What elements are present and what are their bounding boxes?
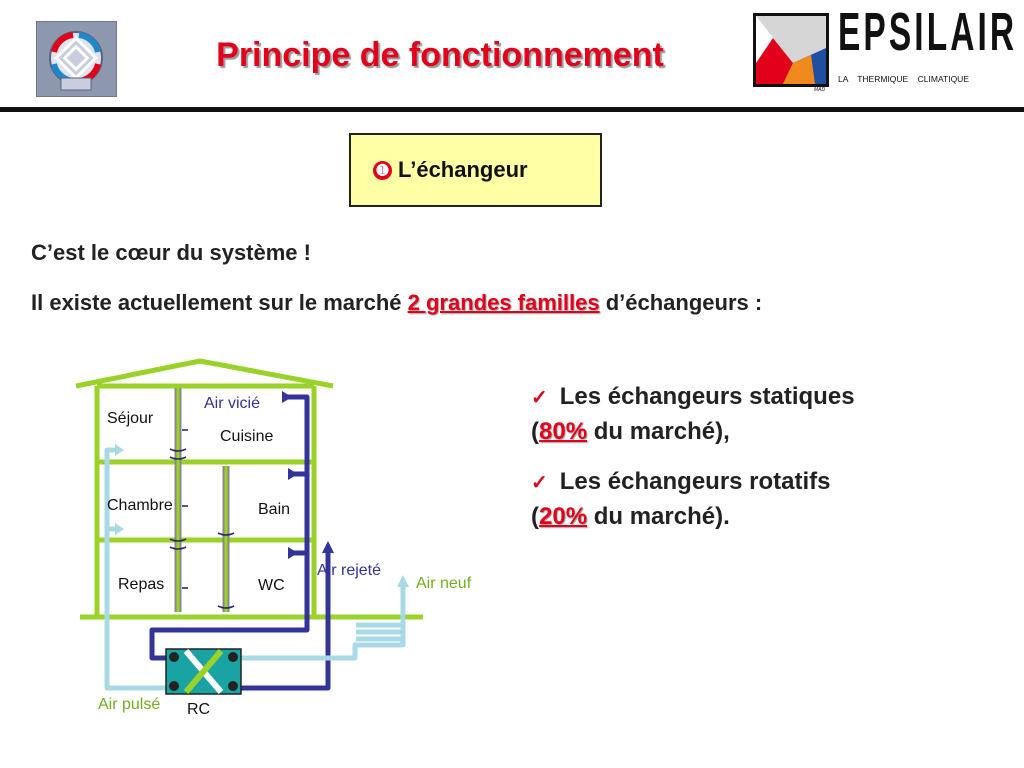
fresh-air-label: Air neuf [416, 575, 472, 592]
brand-tagline: LA THERMIQUE CLIMATIQUE [838, 74, 969, 84]
title-divider [0, 107, 1024, 112]
market-share-suffix: du marché). [587, 503, 730, 530]
market-share-rotary: 20% [539, 503, 588, 530]
section-label: L’échangeur [398, 157, 528, 182]
room-label: Chambre [107, 497, 173, 514]
market-share-static: 80% [539, 418, 588, 445]
exchanger-unit-label: RC [187, 701, 210, 718]
intro-text: C’est le cœur du système ! [31, 240, 311, 265]
paren-open: ( [531, 418, 539, 445]
brand-name: EPSILAIR [838, 2, 1018, 62]
section-box: ➊ L’échangeur [349, 133, 602, 207]
checkmark-icon: ✓ [531, 472, 548, 494]
air-labels: Air vicié Air rejeté Air neuf Air pulsé … [98, 395, 472, 718]
extract-arrows [169, 429, 235, 609]
market-share-suffix: du marché), [587, 418, 730, 445]
slide-title: Principe de fonctionnement [216, 36, 664, 74]
families-highlight: 2 grandes familles [407, 290, 600, 315]
bullet-rotary-exchangers: ✓ Les échangeurs rotatifs (20% du marché)… [531, 465, 1001, 534]
checkmark-icon: ✓ [531, 387, 548, 409]
room-label: WC [258, 577, 285, 594]
logo-emblem-icon [49, 31, 103, 91]
supply-air-label: Air pulsé [98, 696, 160, 713]
left-logo [36, 21, 117, 97]
bullet-label: Les échangeurs statiques [559, 383, 855, 410]
heat-exchanger-unit [165, 648, 242, 695]
exhaust-air-label: Air rejeté [317, 562, 381, 579]
fresh-air-arrows [115, 444, 409, 587]
room-label: Repas [118, 576, 164, 593]
brand-logo-icon [753, 13, 829, 87]
room-label: Bain [258, 501, 290, 518]
room-labels: Séjour Cuisine Chambre Bain Repas WC [107, 410, 290, 594]
room-label: Cuisine [220, 428, 273, 445]
fresh-air-duct [104, 447, 406, 691]
bullet-static-exchangers: ✓ Les échangeurs statiques (80% du marché… [531, 380, 1001, 449]
vertical-ducts [174, 388, 230, 612]
section-heading: ➊ L’échangeur [373, 157, 528, 183]
house-structure [75, 358, 423, 620]
families-prefix: Il existe actuellement sur le marché [31, 290, 408, 315]
stale-air-label: Air vicié [204, 395, 260, 412]
paren-open: ( [531, 503, 539, 530]
families-suffix: d’échangeurs : [599, 290, 763, 315]
brand-emblem [753, 13, 829, 87]
bullet-label: Les échangeurs rotatifs [559, 468, 831, 495]
brand-mark: MAD [814, 87, 826, 93]
stale-air-arrows [282, 391, 334, 559]
room-label: Séjour [107, 410, 154, 427]
ventilation-diagram: Séjour Cuisine Chambre Bain Repas WC Air… [75, 358, 472, 718]
families-text: Il existe actuellement sur le marché 2 g… [31, 290, 762, 316]
number-one-icon: ➊ [373, 161, 392, 180]
